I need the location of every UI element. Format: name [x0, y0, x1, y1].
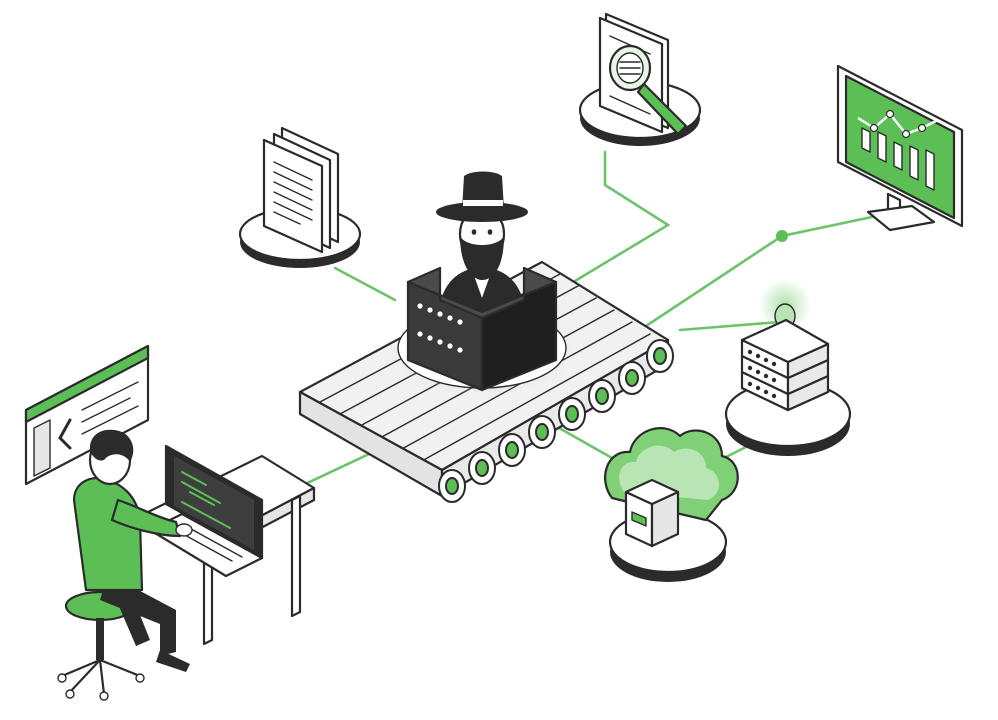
link-hub-to-search — [558, 150, 671, 292]
person-at-laptop-icon — [57, 429, 193, 701]
bar-line-chart-monitor-icon — [857, 109, 939, 191]
central-hub-node — [390, 171, 574, 396]
bearded-man-in-hat-server-box-icon — [406, 171, 558, 392]
link-hub-to-documents — [333, 266, 397, 302]
search-report-node — [578, 12, 702, 146]
magnifier-document-icon — [598, 12, 688, 136]
code-editor-window-icon — [24, 344, 150, 486]
link-hub-to-servers — [678, 320, 782, 332]
developer-node — [57, 429, 316, 701]
cloud-box-icon — [604, 427, 739, 548]
documents-node — [238, 126, 362, 268]
server-stack-icon — [740, 318, 830, 412]
conveyor-roller-icons — [438, 339, 674, 503]
link-node-dot — [776, 230, 788, 242]
cloud-storage-node — [604, 427, 739, 582]
code-window-node — [24, 344, 150, 486]
analytics-monitor-node — [836, 64, 964, 232]
document-stack-icon — [262, 126, 340, 254]
server-rack-node — [724, 279, 852, 456]
